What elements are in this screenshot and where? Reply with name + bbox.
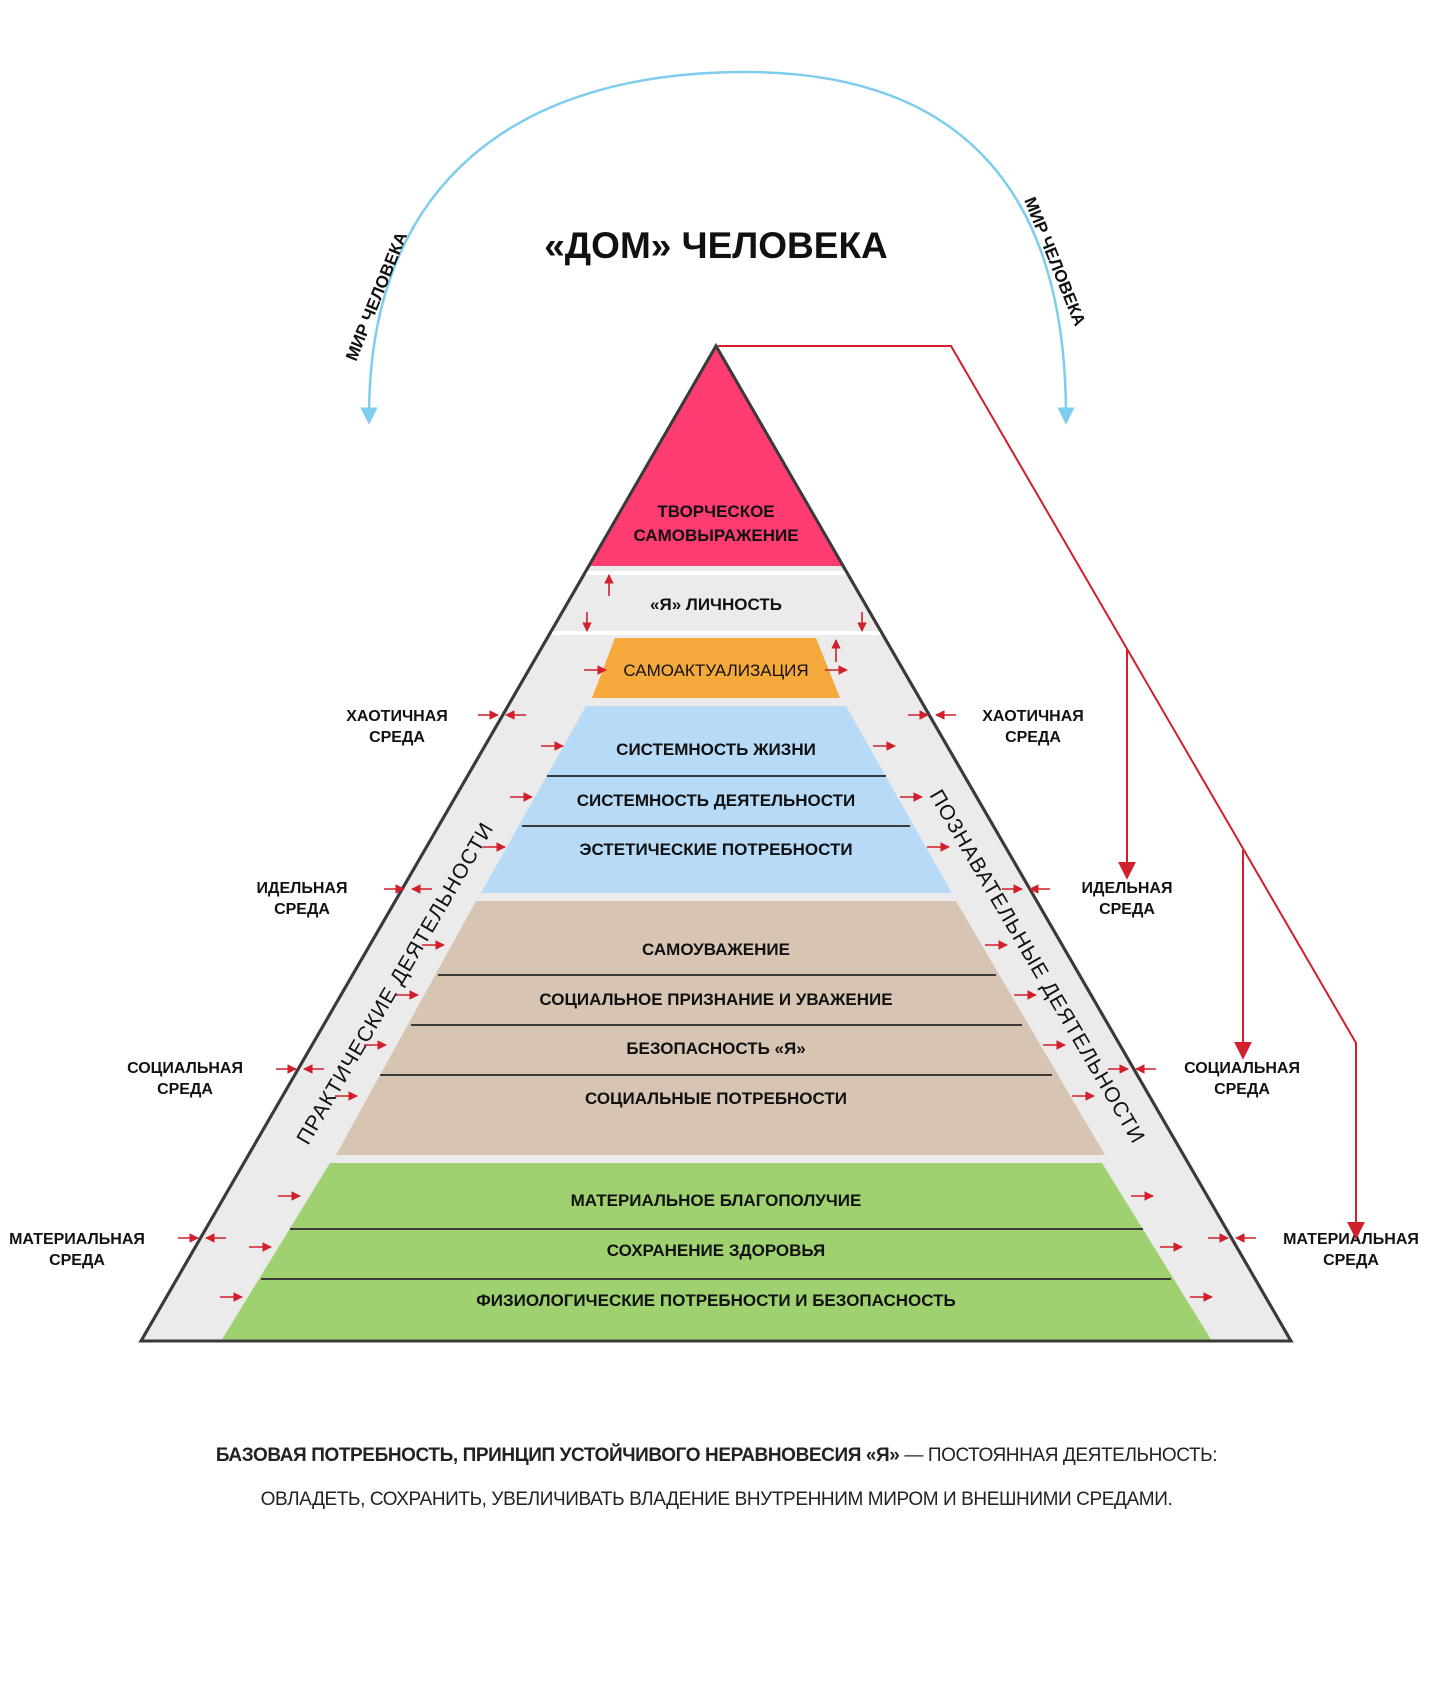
- env-social-left-2: СРЕДА: [157, 1081, 213, 1098]
- env-chaotic-left-1: ХАОТИЧНАЯ: [346, 708, 448, 725]
- env-chaotic-right-1: ХАОТИЧНАЯ: [982, 708, 1084, 725]
- tier-block-beige: [336, 901, 1105, 1155]
- blue-tier-1: СИСТЕМНОСТЬ ЖИЗНИ: [616, 740, 816, 759]
- beige-tier-2: СОЦИАЛЬНОЕ ПРИЗНАНИЕ И УВАЖЕНИЕ: [539, 990, 892, 1009]
- arc-label-left: МИР ЧЕЛОВЕКА: [342, 229, 411, 363]
- blue-tier-2: СИСТЕМНОСТЬ ДЕЯТЕЛЬНОСТИ: [577, 791, 855, 810]
- tier-block-green: [221, 1163, 1212, 1341]
- env-ideal-left-2: СРЕДА: [274, 901, 330, 918]
- arc-label-right: МИР ЧЕЛОВЕКА: [1020, 194, 1089, 328]
- env-material-right-1: МАТЕРИАЛЬНАЯ: [1283, 1231, 1419, 1248]
- tier-self-actualization: [592, 638, 840, 698]
- env-material-left-1: МАТЕРИАЛЬНАЯ: [9, 1231, 145, 1248]
- beige-tier-4: СОЦИАЛЬНЫЕ ПОТРЕБНОСТИ: [585, 1089, 847, 1108]
- connector-lines: [718, 345, 1365, 1240]
- env-material-left-2: СРЕДА: [49, 1252, 105, 1269]
- env-ideal-left-1: ИДЕЛЬНАЯ: [257, 880, 348, 897]
- caption-line-2: ОВЛАДЕТЬ, СОХРАНИТЬ, УВЕЛИЧИВАТЬ ВЛАДЕНИ…: [260, 1489, 1173, 1510]
- apex-label-line2: САМОВЫРАЖЕНИЕ: [633, 526, 798, 545]
- caption-line1-rest: — ПОСТОЯННАЯ ДЕЯТЕЛЬНОСТЬ:: [899, 1445, 1218, 1466]
- personality-label: «Я» ЛИЧНОСТЬ: [650, 595, 782, 614]
- diagram-title: «ДОМ» ЧЕЛОВЕКА: [544, 225, 888, 266]
- blue-tier-3: ЭСТЕТИЧЕСКИЕ ПОТРЕБНОСТИ: [579, 840, 852, 859]
- self-actualization-label: САМОАКТУАЛИЗАЦИЯ: [623, 661, 808, 680]
- world-arc: [360, 70, 1075, 425]
- green-tier-2: СОХРАНЕНИЕ ЗДОРОВЬЯ: [607, 1241, 825, 1260]
- env-social-right-2: СРЕДА: [1214, 1081, 1270, 1098]
- env-chaotic-left-2: СРЕДА: [369, 729, 425, 746]
- green-tier-1: МАТЕРИАЛЬНОЕ БЛАГОПОЛУЧИЕ: [571, 1191, 862, 1210]
- env-chaotic-right-2: СРЕДА: [1005, 729, 1061, 746]
- apex-label-line1: ТВОРЧЕСКОЕ: [657, 502, 774, 521]
- env-social-right-1: СОЦИАЛЬНАЯ: [1184, 1060, 1300, 1077]
- env-ideal-right-1: ИДЕЛЬНАЯ: [1082, 880, 1173, 897]
- apex-creative-self-expression: [590, 346, 842, 566]
- tier-block-blue: [481, 706, 952, 893]
- env-material-right-2: СРЕДА: [1323, 1252, 1379, 1269]
- caption-bold: БАЗОВАЯ ПОТРЕБНОСТЬ, ПРИНЦИП УСТОЙЧИВОГО…: [215, 1445, 900, 1466]
- beige-tier-1: САМОУВАЖЕНИЕ: [642, 940, 790, 959]
- green-tier-3: ФИЗИОЛОГИЧЕСКИЕ ПОТРЕБНОСТИ И БЕЗОПАСНОС…: [476, 1291, 955, 1310]
- env-ideal-right-2: СРЕДА: [1099, 901, 1155, 918]
- red-arrows: [178, 574, 1256, 1302]
- beige-tier-3: БЕЗОПАСНОСТЬ «Я»: [626, 1039, 805, 1058]
- env-social-left-1: СОЦИАЛЬНАЯ: [127, 1060, 243, 1077]
- caption-line-1: БАЗОВАЯ ПОТРЕБНОСТЬ, ПРИНЦИП УСТОЙЧИВОГО…: [0, 1445, 1433, 1467]
